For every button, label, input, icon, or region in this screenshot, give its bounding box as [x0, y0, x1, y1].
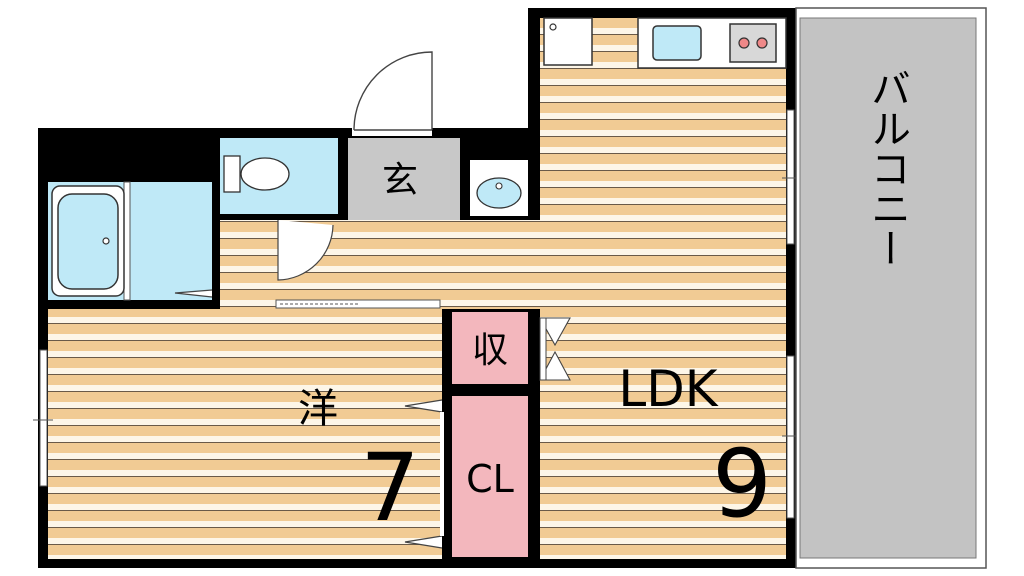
entrance-label: 玄 [382, 160, 418, 201]
balcony-label: バルコニー [864, 68, 910, 268]
entrance-floor [348, 138, 460, 220]
balcony-floor [799, 17, 977, 559]
western-room-floor [48, 309, 442, 559]
ldk-floor-lower [540, 309, 786, 559]
closet-label: CL [466, 457, 514, 501]
storage-label: 収 [472, 330, 508, 371]
stove-icon [729, 23, 777, 63]
ldk-size: 9 [712, 430, 772, 539]
bath-partition [123, 181, 131, 301]
ldk-label: LDK [618, 360, 718, 418]
bathtub-icon [51, 185, 125, 297]
western-room-size: 7 [360, 434, 420, 543]
closet-floor [452, 396, 528, 557]
door-swing-icon [277, 220, 334, 281]
fridge-space [543, 17, 593, 66]
storage-floor [452, 312, 528, 384]
toilet-icon [223, 155, 290, 193]
sink-icon [652, 25, 702, 61]
western-room-label: 洋 [298, 386, 338, 432]
